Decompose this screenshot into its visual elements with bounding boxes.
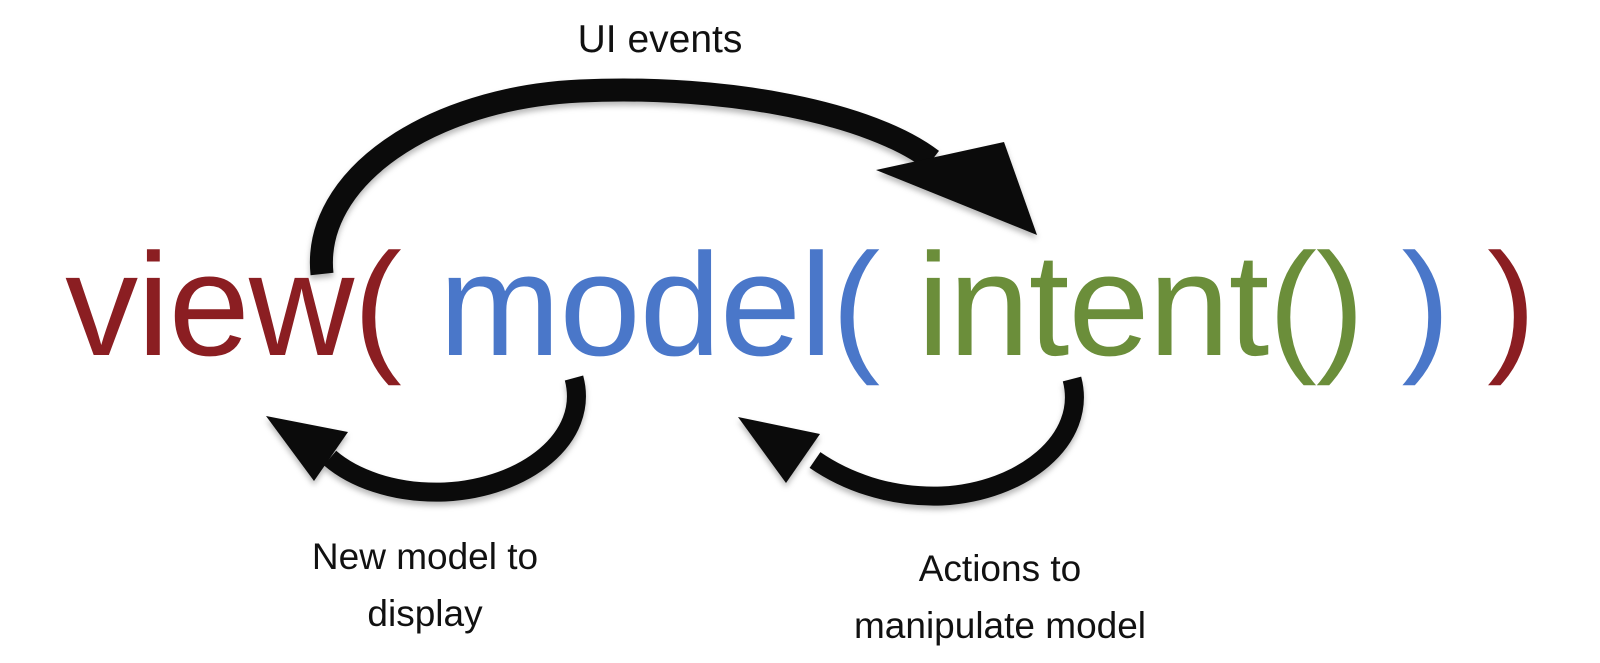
ui-events-label-text: UI events: [577, 18, 743, 61]
actions-arrow: [738, 376, 1084, 506]
actions-arrow-shaft: [809, 376, 1084, 506]
actions-label-line1: Actions to: [918, 548, 1082, 589]
ui-events-arrow: [309, 78, 1037, 276]
actions-label: Actions to manipulate model: [790, 540, 1210, 654]
new-model-label-line1: New model to: [311, 536, 539, 577]
new-model-label-line2: display: [367, 593, 483, 634]
ui-events-arrowhead: [876, 142, 1037, 235]
expression-model-close: ): [1401, 223, 1451, 386]
ui-events-label: UI events: [510, 16, 810, 64]
new-model-arrowhead: [266, 416, 348, 481]
expression-intent-call: intent(): [917, 223, 1364, 386]
expression: view( model( intent() ) ): [0, 225, 1600, 385]
new-model-arrow: [266, 375, 586, 502]
new-model-arrow-shaft: [323, 375, 586, 502]
expression-view-open: view(: [65, 223, 402, 386]
ui-events-arrow-shaft: [309, 78, 939, 276]
actions-label-line2: manipulate model: [853, 605, 1147, 646]
actions-arrowhead: [738, 417, 820, 483]
new-model-label: New model to display: [250, 528, 600, 642]
expression-view-close: ): [1487, 223, 1536, 386]
expression-model-open: model(: [438, 223, 880, 386]
